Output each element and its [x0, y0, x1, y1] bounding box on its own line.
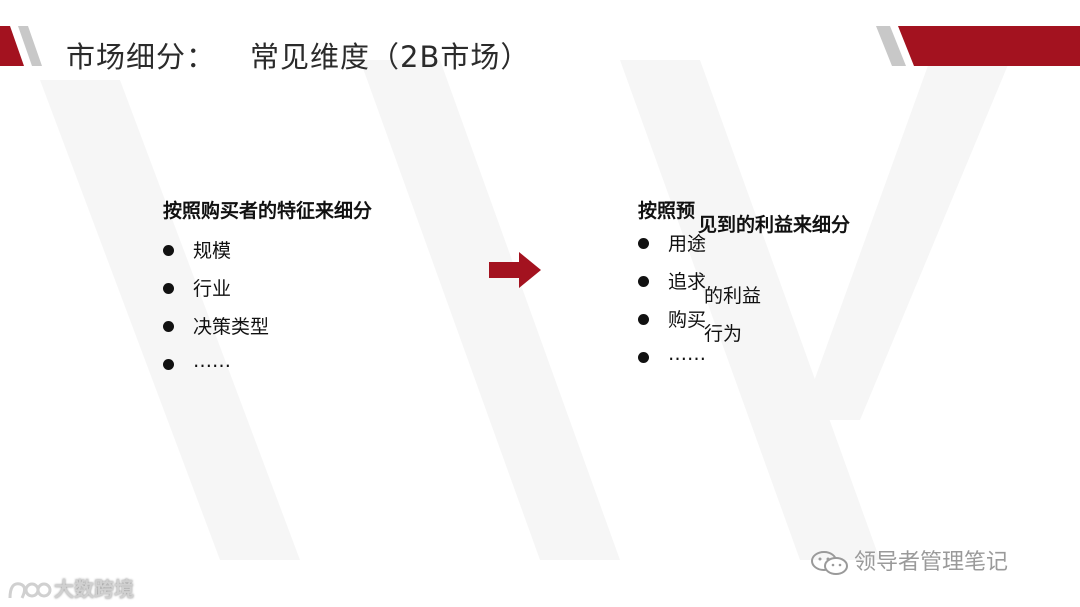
bullet-icon — [163, 283, 174, 294]
bullet-icon — [638, 314, 649, 325]
list-item-label: 购买 — [668, 309, 707, 331]
list-item-label: 规模 — [193, 240, 232, 262]
slide-title: 市场细分： 常见维度（2B市场） — [66, 34, 530, 76]
list-item-label: 行业 — [193, 278, 232, 300]
bullet-icon — [638, 238, 649, 249]
brand-logo-icon — [8, 581, 52, 599]
list-item: …… — [163, 350, 372, 388]
right-heading-part-a: 按照预 — [638, 200, 696, 222]
list-item-label: 用途 — [668, 233, 707, 255]
bullet-icon — [163, 245, 174, 256]
right-column: 按照预 见到的利益来细分 用途 追求的利益 购买行为 …… — [638, 196, 878, 376]
list-item: 追求的利益 — [638, 267, 878, 307]
title-prefix: 市场细分： — [66, 40, 217, 74]
right-heading-part-b: 见到的利益来细分 — [698, 214, 851, 236]
wechat-watermark: 领导者管理笔记 — [810, 544, 1008, 577]
left-column: 按照购买者的特征来细分 规模 行业 决策类型 …… — [163, 196, 372, 388]
left-bullet-list: 规模 行业 决策类型 …… — [163, 236, 372, 388]
list-item-label-cont: 行为 — [704, 323, 743, 345]
right-heading: 按照预 见到的利益来细分 — [638, 196, 878, 236]
arrow-right-icon — [489, 252, 541, 288]
list-item: 决策类型 — [163, 312, 372, 350]
list-item-label-cont: 的利益 — [704, 285, 762, 307]
top-right-accent — [876, 26, 1080, 66]
list-item: 用途 — [638, 229, 878, 267]
list-item: 行业 — [163, 274, 372, 312]
bullet-icon — [638, 276, 649, 287]
list-item-label: …… — [668, 343, 706, 365]
wechat-icon — [811, 551, 848, 575]
list-item: …… — [638, 343, 878, 381]
list-item-label: …… — [193, 350, 231, 372]
left-heading: 按照购买者的特征来细分 — [163, 200, 373, 222]
list-item: 规模 — [163, 236, 372, 274]
bullet-icon — [163, 321, 174, 332]
right-bullet-list: 用途 追求的利益 购买行为 …… — [638, 229, 878, 381]
brand-watermark: 大数跨境 — [6, 573, 134, 604]
list-item: 购买行为 — [638, 305, 878, 345]
brand-watermark-text: 大数跨境 — [54, 577, 134, 601]
bullet-icon — [163, 359, 174, 370]
title-main: 常见维度（2B市场） — [250, 40, 531, 74]
list-item-label: 决策类型 — [193, 316, 270, 338]
list-item-label: 追求 — [668, 271, 707, 293]
top-left-accent — [0, 26, 42, 66]
bullet-icon — [638, 352, 649, 363]
wechat-watermark-text: 领导者管理笔记 — [854, 550, 1009, 575]
